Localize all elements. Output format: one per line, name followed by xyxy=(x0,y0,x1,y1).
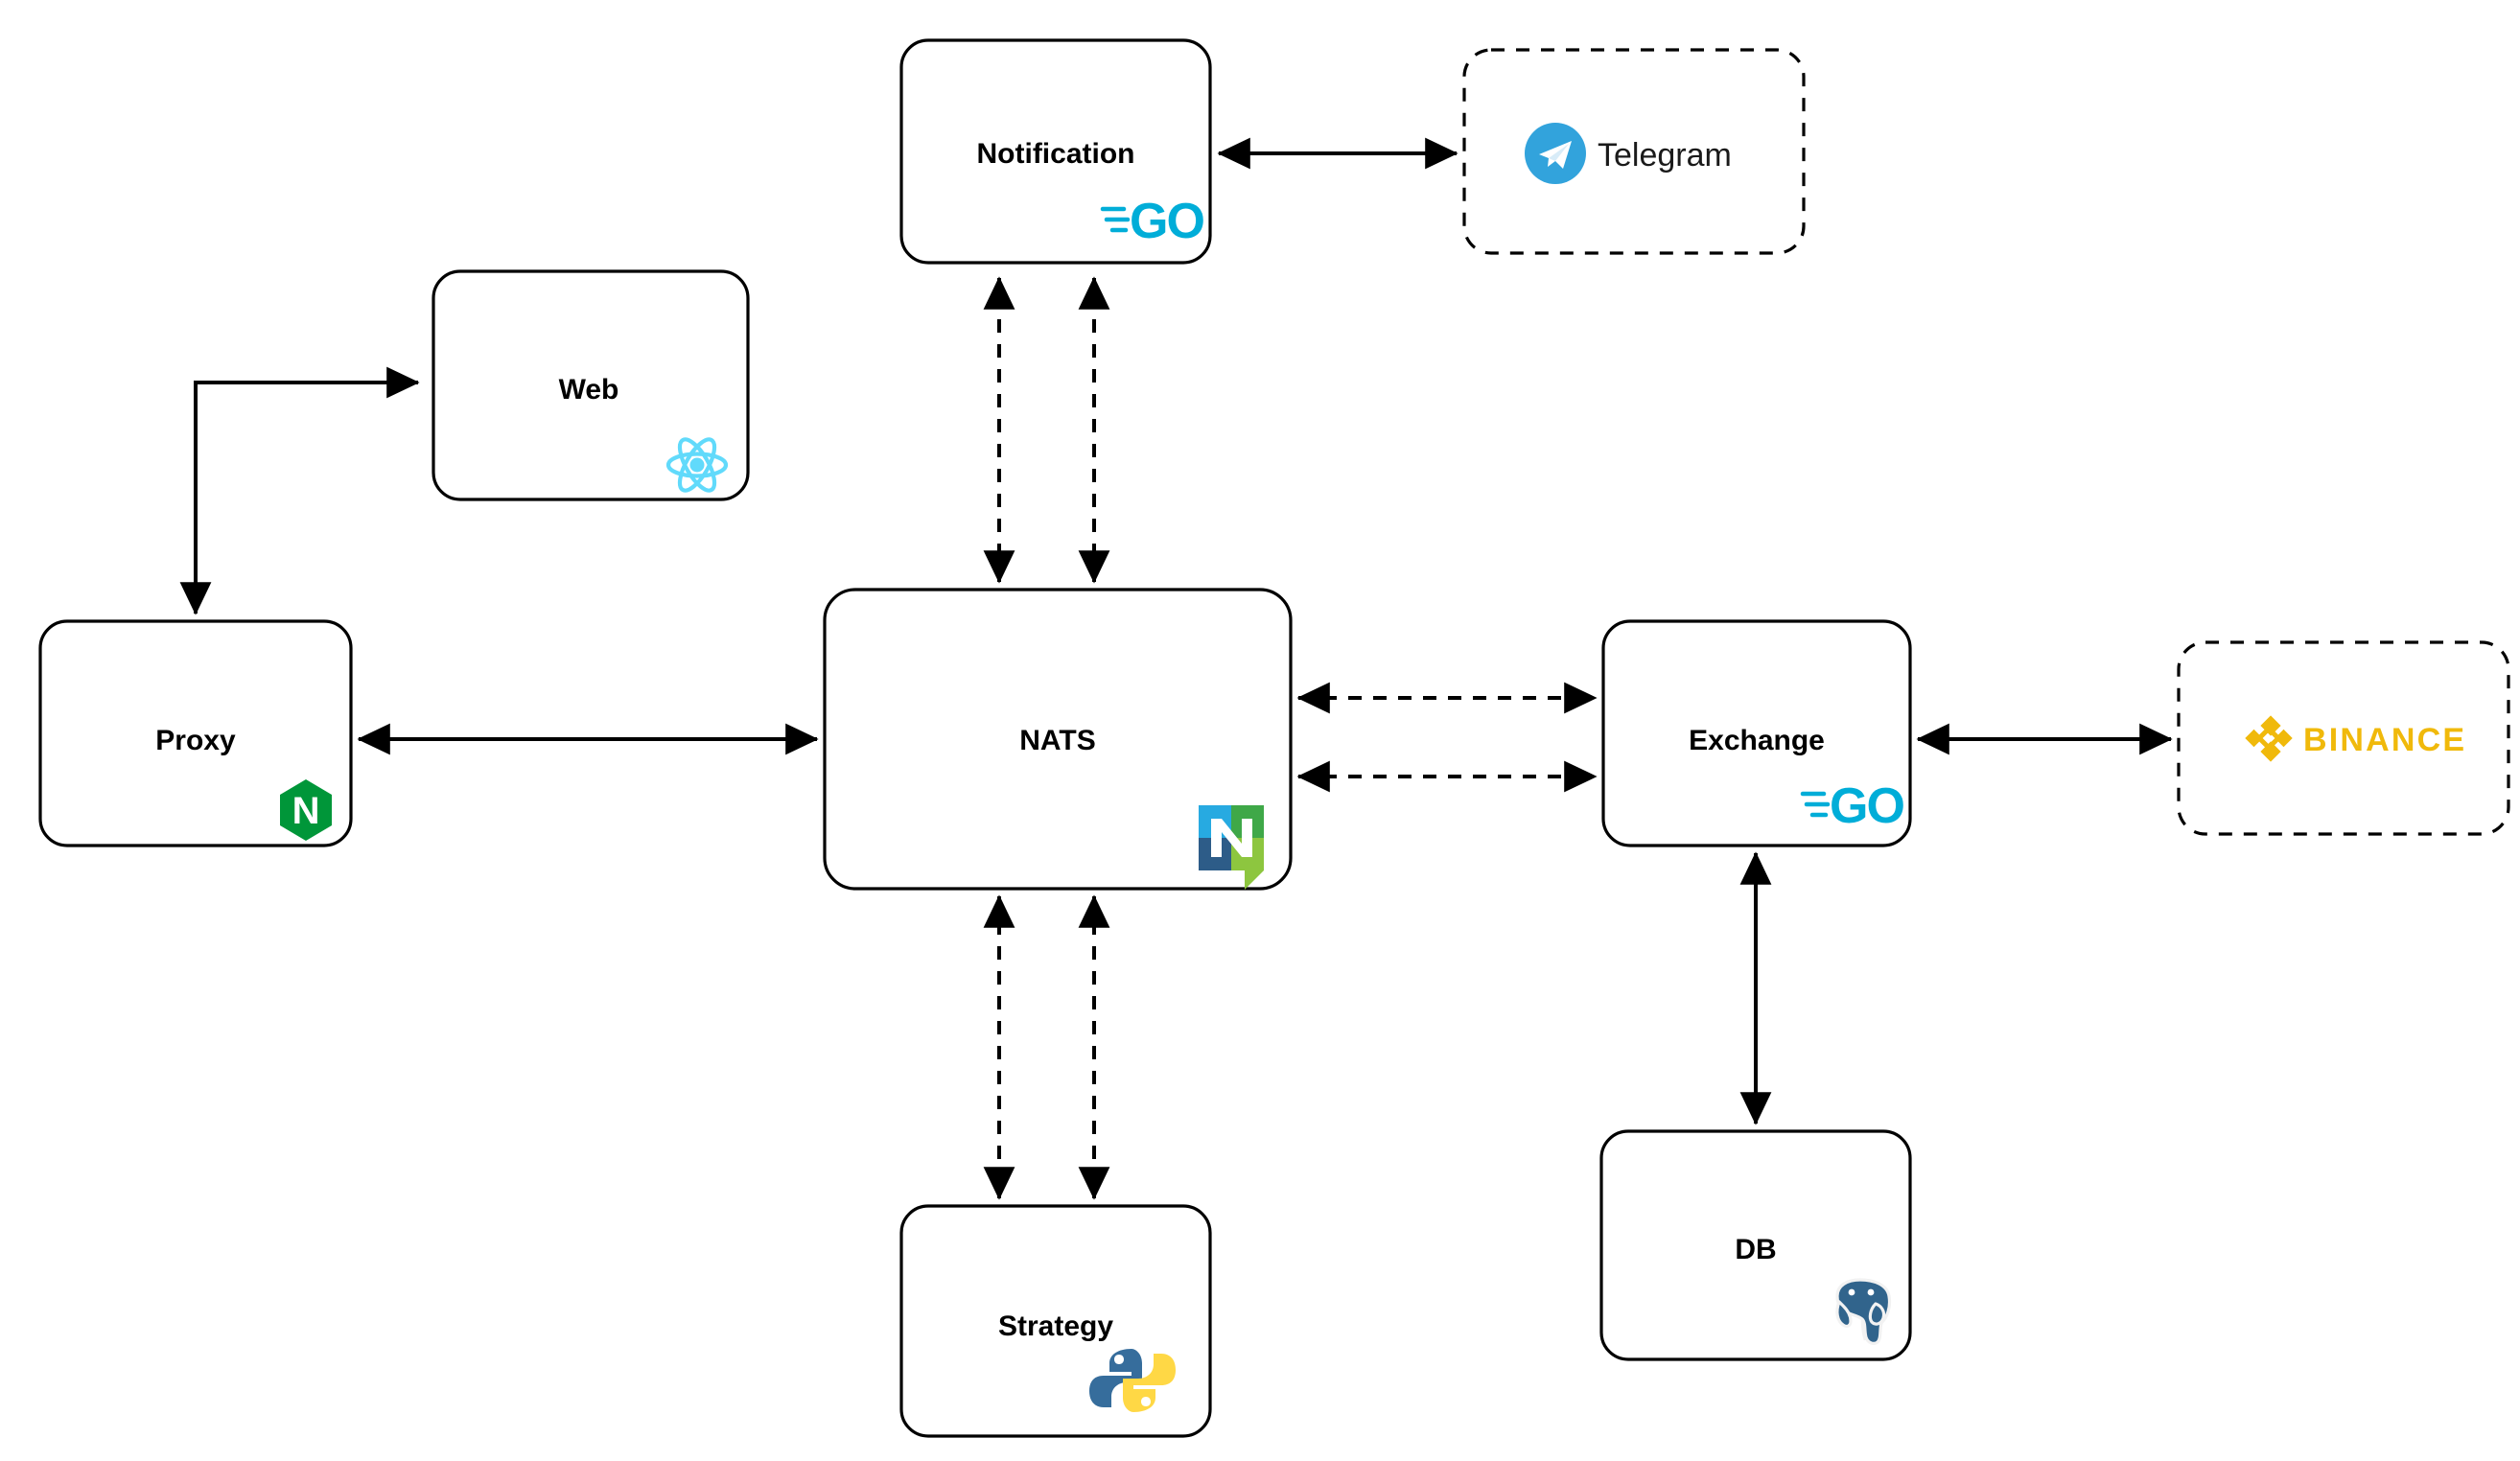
go-icon: GO xyxy=(1100,194,1205,249)
node-telegram[interactable]: Telegram xyxy=(1462,48,1806,255)
nats-icon xyxy=(1199,805,1264,890)
node-web-label: Web xyxy=(559,374,619,406)
node-exchange-label: Exchange xyxy=(1689,725,1825,756)
go-icon-text: GO xyxy=(1130,194,1203,249)
node-exchange[interactable]: Exchange GO xyxy=(1601,619,1912,847)
node-nats-label: NATS xyxy=(1019,725,1095,756)
edge-proxy-web xyxy=(179,366,420,615)
node-exchange-box[interactable] xyxy=(1601,619,1912,847)
go-icon: GO xyxy=(1800,778,1905,834)
node-binance[interactable]: BINANCE xyxy=(2177,640,2510,836)
nginx-icon-letter: N xyxy=(292,790,320,832)
node-proxy-box[interactable] xyxy=(38,619,353,847)
node-db-box[interactable] xyxy=(1599,1129,1912,1361)
node-binance-label: BINANCE xyxy=(2303,722,2466,758)
node-notification[interactable]: Notification GO xyxy=(899,38,1212,265)
node-binance-box[interactable] xyxy=(2177,640,2510,836)
go-icon-text: GO xyxy=(1830,778,1903,834)
node-notification-label: Notification xyxy=(977,138,1135,170)
node-db-label: DB xyxy=(1735,1234,1776,1265)
node-nats[interactable]: NATS xyxy=(823,588,1293,891)
node-nats-box[interactable] xyxy=(823,588,1293,891)
node-telegram-box[interactable] xyxy=(1462,48,1806,255)
telegram-icon xyxy=(1525,123,1586,184)
node-proxy[interactable]: Proxy N xyxy=(38,619,353,847)
node-notification-box[interactable] xyxy=(899,38,1212,265)
node-telegram-label: Telegram xyxy=(1598,137,1732,174)
react-icon xyxy=(665,437,729,493)
node-strategy-label: Strategy xyxy=(998,1310,1113,1342)
node-strategy[interactable]: Strategy xyxy=(899,1204,1212,1438)
postgresql-icon xyxy=(1835,1278,1892,1345)
node-web-box[interactable] xyxy=(432,269,750,501)
node-web[interactable]: Web xyxy=(432,269,750,501)
python-icon xyxy=(1089,1349,1176,1412)
node-db[interactable]: DB xyxy=(1599,1129,1912,1361)
nginx-icon: N xyxy=(280,779,332,841)
node-proxy-label: Proxy xyxy=(155,725,236,756)
binance-icon xyxy=(2245,715,2293,762)
